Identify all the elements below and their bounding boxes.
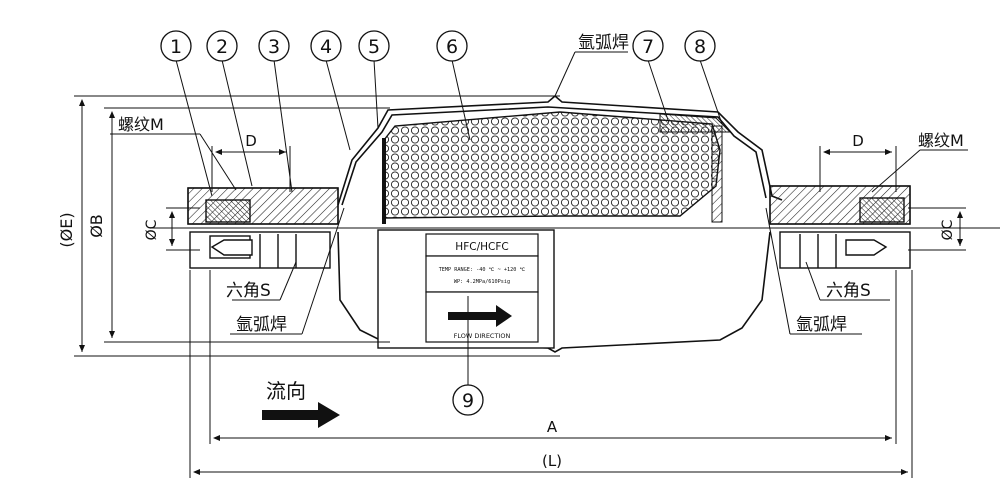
callout-7: 7 <box>632 30 664 62</box>
dim-c-right-label: ØC <box>940 219 956 240</box>
nameplate-pressure: WP: 4.2MPa/610Psig <box>454 279 510 285</box>
dim-c-left-label: ØC <box>144 219 160 240</box>
flow-arrow-icon <box>262 402 340 428</box>
callout-6-number: 6 <box>446 36 458 58</box>
leader-lines <box>110 51 968 386</box>
desiccant-core <box>382 111 732 224</box>
callout-7-number: 7 <box>642 36 654 58</box>
callout-5-number: 5 <box>368 36 380 58</box>
nameplate-refrigerant: HFC/HCFC <box>455 241 508 253</box>
callout-3-number: 3 <box>268 36 280 58</box>
callout-5: 5 <box>358 30 390 62</box>
dim-d-left-label: D <box>245 132 257 150</box>
label-flow-direction: 流向 <box>266 379 306 403</box>
nameplate-flow-direction: FLOW DIRECTION <box>454 332 511 340</box>
label-argon-weld-top: 氩弧焊 <box>578 33 629 53</box>
callout-9-number: 9 <box>462 390 474 412</box>
label-argon-weld-right: 氩弧焊 <box>796 315 847 335</box>
callout-4: 4 <box>310 30 342 62</box>
dim-b-label: ØB <box>87 214 106 238</box>
callout-3: 3 <box>258 30 290 62</box>
label-argon-weld-left: 氩弧焊 <box>236 315 287 335</box>
right-connector <box>769 185 911 269</box>
filter-body <box>150 94 1000 353</box>
callout-1: 1 <box>160 30 192 62</box>
dim-e-label: (ØE) <box>57 212 76 247</box>
callout-4-number: 4 <box>320 36 332 58</box>
callout-8: 8 <box>684 30 716 62</box>
dim-a-label: A <box>547 418 558 436</box>
callout-2: 2 <box>206 30 238 62</box>
callout-6: 6 <box>436 30 468 62</box>
dimension-lines <box>74 95 966 478</box>
callout-2-number: 2 <box>216 36 228 58</box>
nameplate: HFC/HCFC TEMP RANGE: -40 ℃ ~ +120 ℃ WP: … <box>377 229 555 349</box>
nameplate-temp: TEMP RANGE: -40 ℃ ~ +120 ℃ <box>439 267 526 273</box>
callout-1-number: 1 <box>170 36 182 58</box>
label-thread-right: 螺纹M <box>918 131 964 150</box>
callout-9: 9 <box>452 384 484 416</box>
label-hex-left: 六角S <box>226 281 271 301</box>
label-hex-right: 六角S <box>826 281 871 301</box>
callout-8-number: 8 <box>694 36 706 58</box>
dim-d-right-label: D <box>852 132 864 150</box>
label-thread-left: 螺纹M <box>118 115 164 134</box>
dim-l-label: (L) <box>542 452 562 470</box>
